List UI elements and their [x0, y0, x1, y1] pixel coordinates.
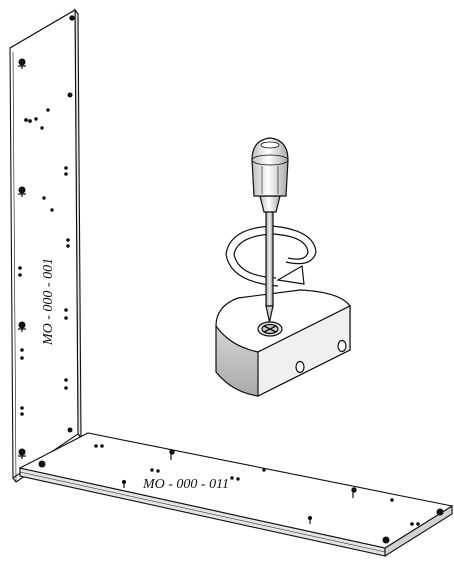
vertical-panel-label: MO - 000 - 001	[41, 258, 56, 346]
horizontal-panel-label: MO - 000 - 011	[142, 477, 229, 492]
screwdriver-icon	[251, 137, 289, 323]
vertical-panel-holes	[18, 15, 75, 459]
horizontal-panel	[18, 432, 454, 557]
vertical-panel	[9, 8, 82, 483]
cam-lock-icon	[215, 289, 351, 397]
horizontal-panel-holes	[38, 444, 444, 544]
